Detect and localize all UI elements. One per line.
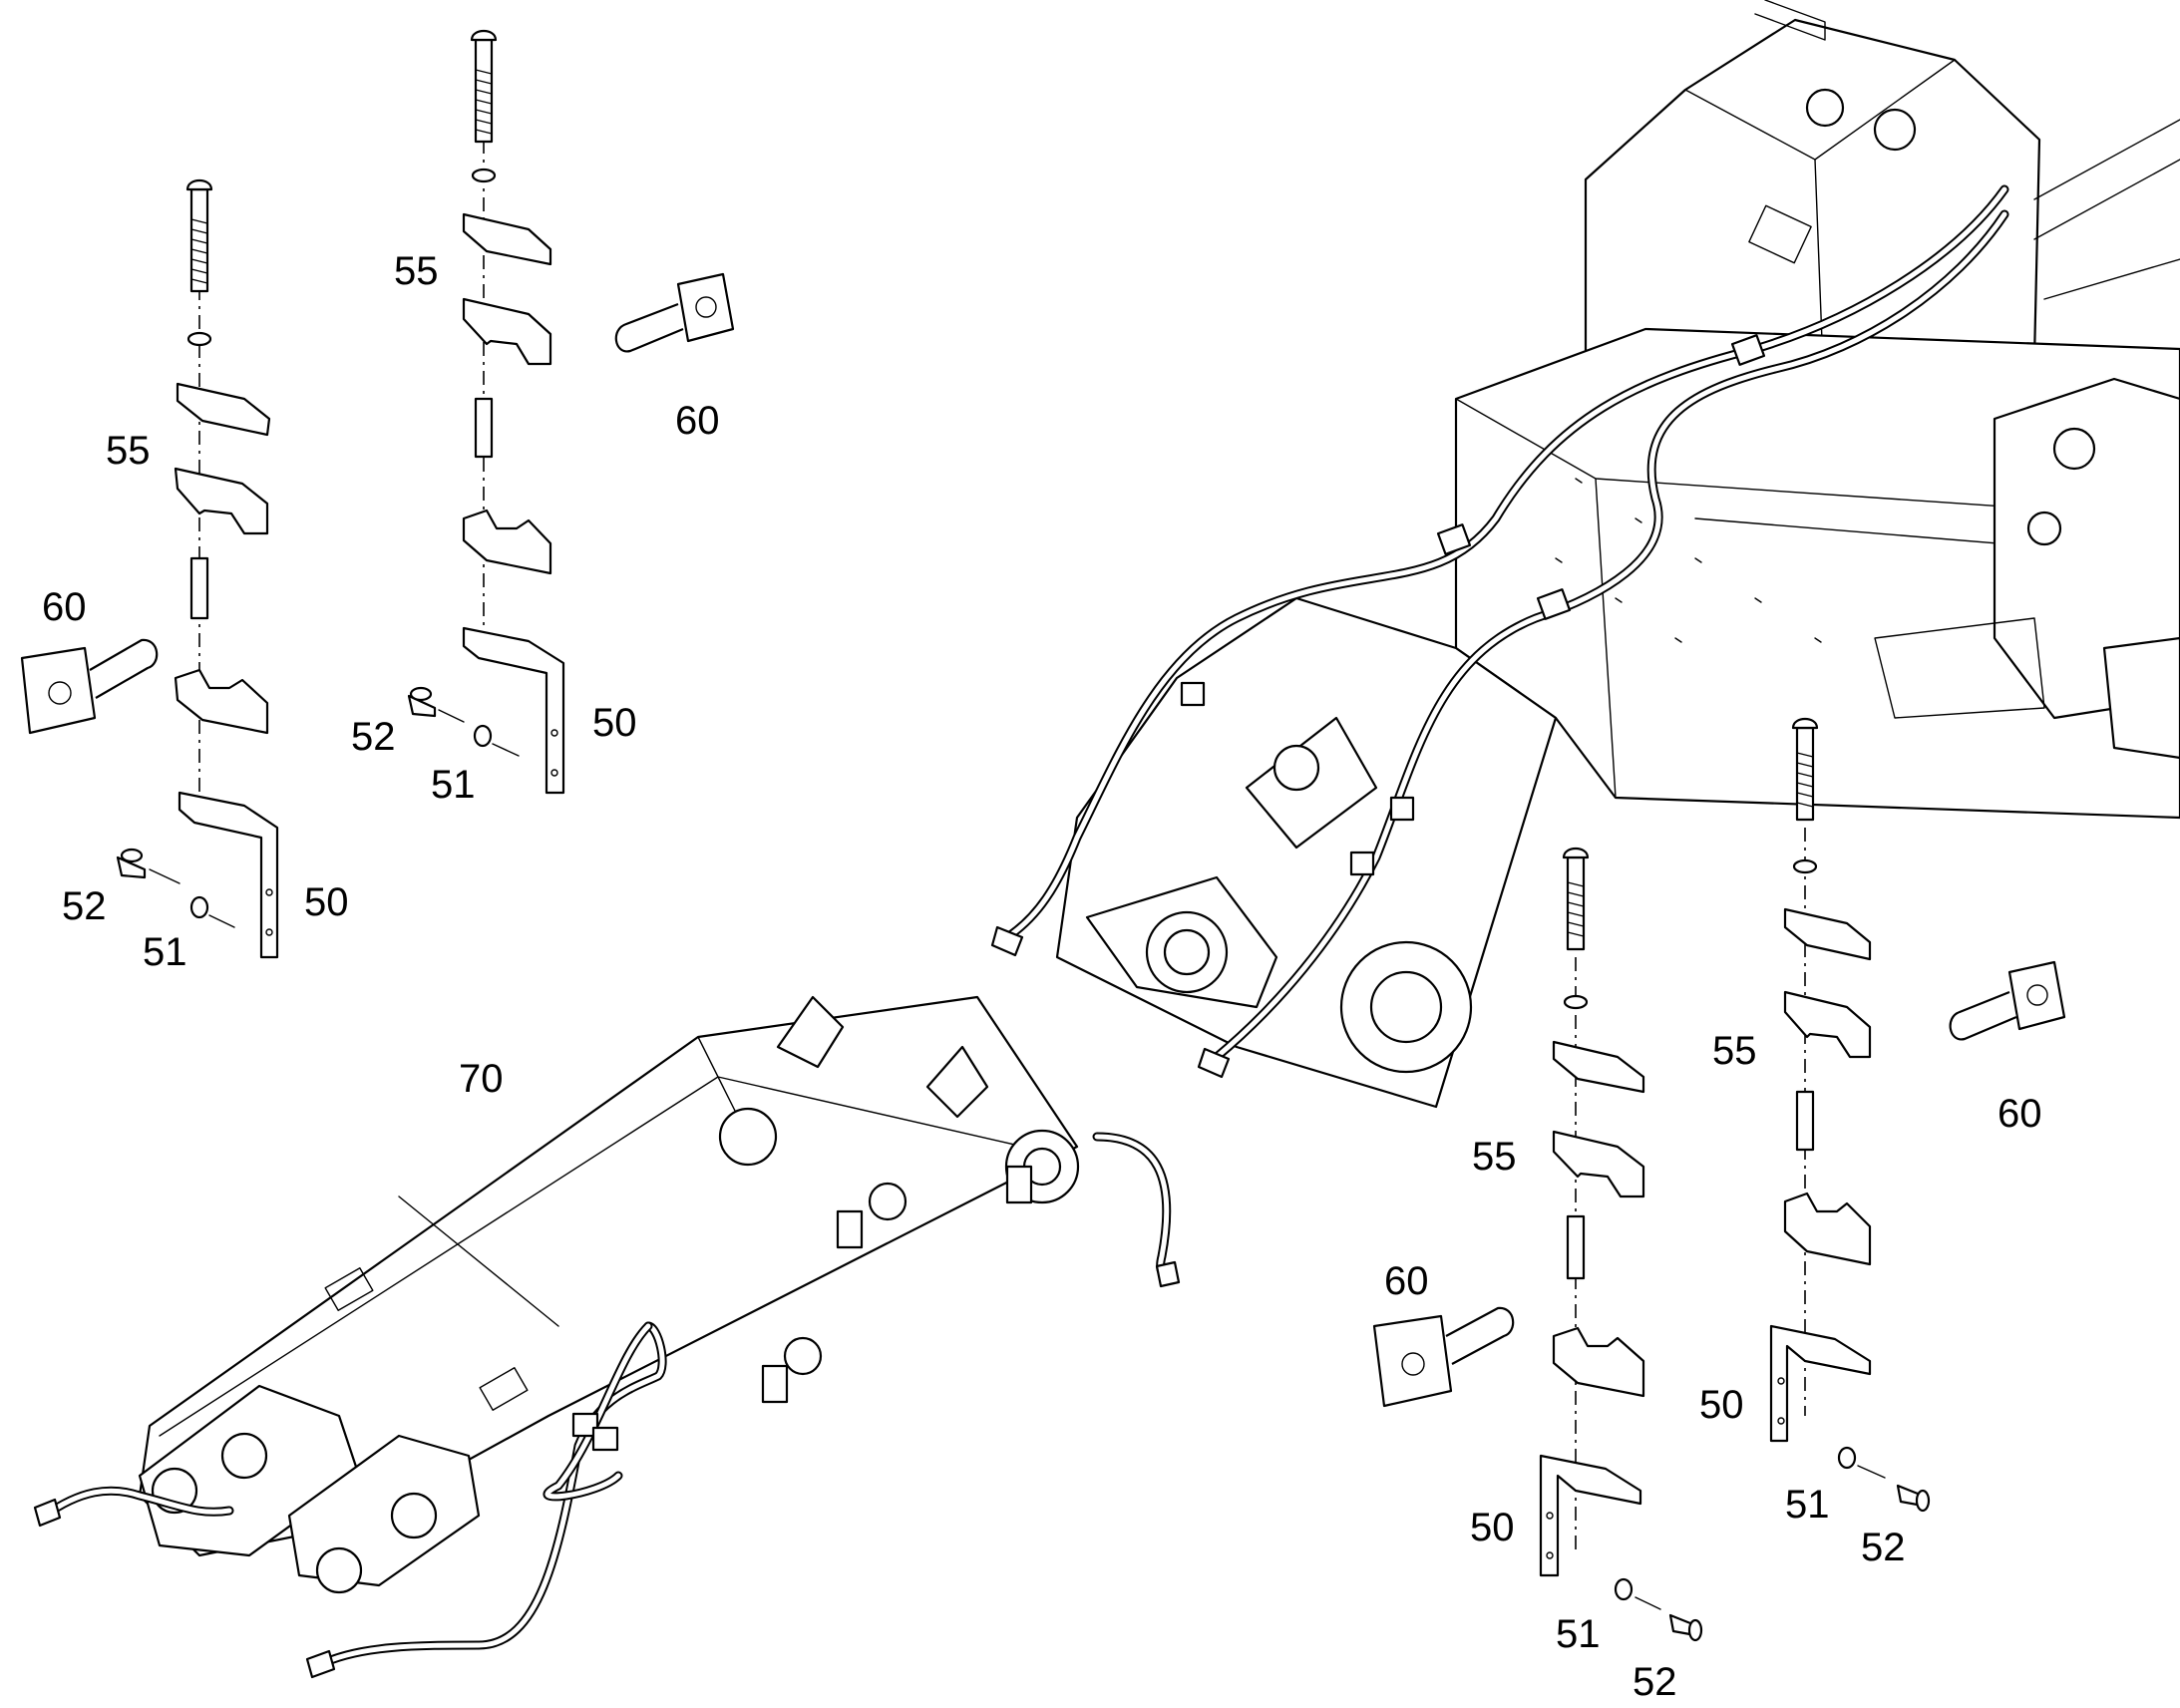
filler-cap-icon <box>1873 108 1917 152</box>
washer-icon <box>1563 994 1589 1010</box>
clamp-plate-icon <box>176 382 271 437</box>
spacer-pin-icon <box>189 556 209 620</box>
hose-clamp-icon <box>1180 681 1206 707</box>
washer-icon <box>1614 1577 1634 1601</box>
machine-frame <box>990 0 2180 1109</box>
clamp-plate-icon <box>462 212 552 266</box>
callout-60: 60 <box>42 585 87 629</box>
callout-50: 50 <box>592 701 637 745</box>
clamp-plate-icon <box>1552 1040 1645 1094</box>
spacer-pin-icon <box>1566 1214 1586 1280</box>
hose-fitting-icon <box>1155 1260 1181 1288</box>
callout-55: 55 <box>1472 1135 1517 1179</box>
spacer-pin-icon <box>1795 1090 1815 1152</box>
washer-icon <box>189 895 209 919</box>
hose-fitting-icon <box>305 1649 336 1679</box>
clamp-half-icon <box>462 509 552 575</box>
callout-51: 51 <box>143 930 187 974</box>
flange-icon <box>676 272 735 343</box>
callout-52: 52 <box>1861 1526 1906 1569</box>
hose-clamp-icon <box>1349 851 1375 876</box>
callout-51: 51 <box>1785 1483 1830 1527</box>
hose-fitting-icon <box>1197 1047 1231 1079</box>
flange-icon <box>20 646 97 735</box>
callout-52: 52 <box>62 884 107 928</box>
callout-50: 50 <box>1699 1383 1744 1427</box>
bolt-icon <box>116 855 147 879</box>
callout-55: 55 <box>106 429 151 473</box>
callout-60: 60 <box>1998 1092 2042 1136</box>
clamp-half-icon <box>174 467 269 535</box>
callout-70: 70 <box>459 1057 504 1101</box>
clamp-stack-left <box>20 178 279 959</box>
hose-clamp-icon <box>1436 523 1472 555</box>
clamp-half-icon <box>1783 1192 1872 1266</box>
clamp-half-icon <box>462 297 552 366</box>
washer-icon <box>473 724 493 748</box>
callout-51: 51 <box>431 763 476 807</box>
callout-55: 55 <box>1712 1029 1757 1073</box>
callout-50: 50 <box>1470 1506 1515 1549</box>
hose-fitting-icon <box>33 1498 62 1528</box>
callout-52: 52 <box>351 715 396 759</box>
callout-50: 50 <box>304 880 349 924</box>
washer-icon <box>186 331 212 347</box>
mounting-bracket-icon <box>1539 1454 1642 1577</box>
callout-51: 51 <box>1556 1612 1601 1656</box>
callout-52: 52 <box>1633 1660 1677 1704</box>
flange-icon <box>1372 1314 1453 1408</box>
callout-60: 60 <box>1384 1259 1429 1303</box>
mounting-bracket-icon <box>1769 1324 1872 1443</box>
clamp-plate-icon <box>1783 907 1872 961</box>
mounting-bracket-icon <box>462 626 565 795</box>
hose-clamp-icon <box>1536 588 1572 620</box>
clamp-stack-lower-center <box>1372 847 1703 1642</box>
spacer-pin-icon <box>474 397 494 459</box>
hose-clamp-icon <box>591 1426 619 1452</box>
mounting-bracket-icon <box>178 791 279 959</box>
callout-60: 60 <box>675 399 720 443</box>
callout-labels: 55 60 52 51 50 55 60 52 51 50 70 60 55 5… <box>42 249 2042 1704</box>
hose-clamp-icon <box>571 1412 599 1438</box>
clamp-half-icon <box>1783 990 1872 1059</box>
hose-clamp-icon <box>1389 796 1415 822</box>
boom-arm-assembly <box>33 995 1181 1679</box>
clamp-half-icon <box>174 668 269 735</box>
washer-icon <box>471 168 497 183</box>
washer-icon <box>1792 858 1818 874</box>
clamp-half-icon <box>1552 1130 1645 1198</box>
washer-icon <box>1837 1446 1857 1470</box>
flange-icon <box>2007 960 2066 1031</box>
hose-fitting-icon <box>990 925 1024 957</box>
filler-cap-icon <box>1805 88 1845 128</box>
bolt-icon <box>407 694 437 718</box>
clamp-stack-upper <box>407 29 735 795</box>
clamp-half-icon <box>1552 1326 1645 1398</box>
hose-clamp-icon <box>1730 334 1766 366</box>
callout-55: 55 <box>394 249 439 293</box>
clamp-stack-right <box>1769 717 2066 1513</box>
